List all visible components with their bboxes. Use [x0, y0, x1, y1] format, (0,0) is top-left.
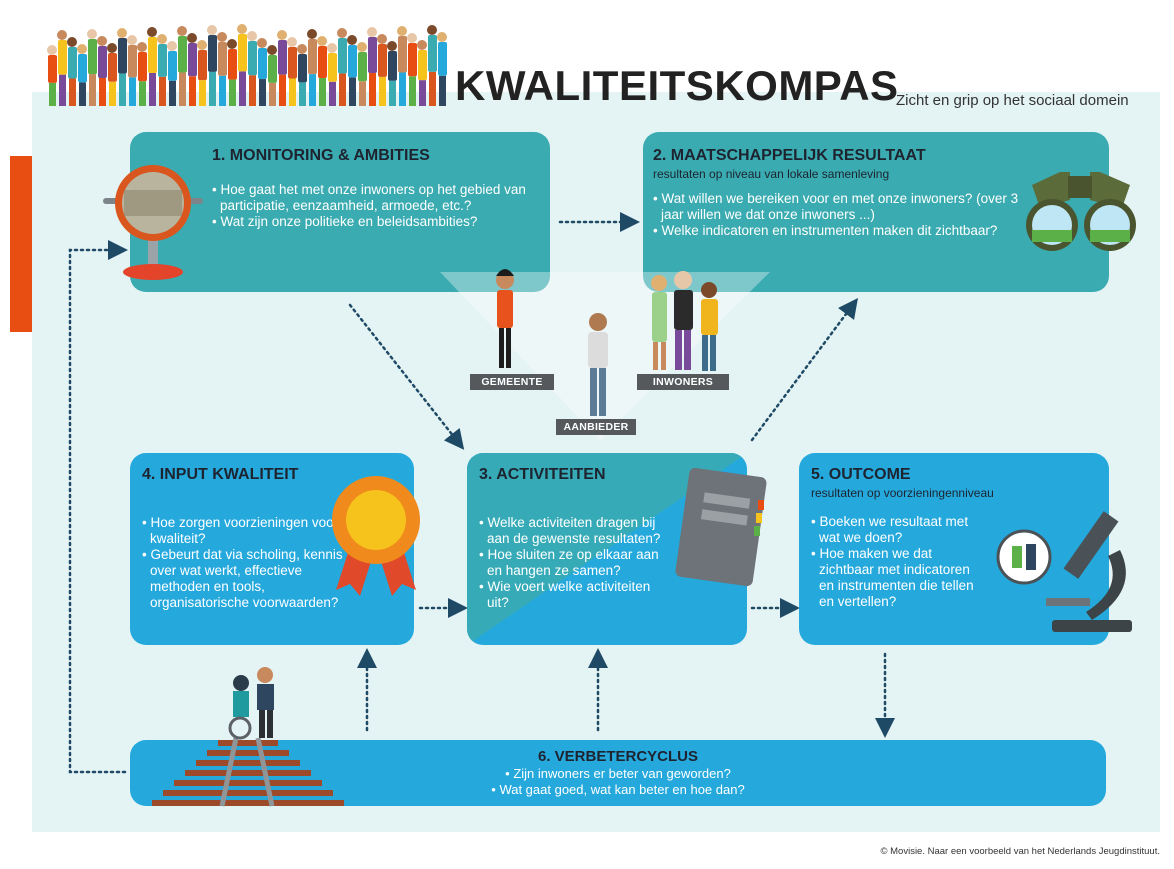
crowd-person: [337, 28, 347, 106]
activiteiten-title: 3. ACTIVITEITEN: [479, 466, 606, 483]
crowd-person: [67, 37, 77, 106]
activiteiten-list: Welke activiteiten dragen bij aan de gew…: [479, 515, 669, 611]
crowd-person: [427, 25, 437, 106]
crowd-person: [207, 25, 217, 106]
crowd-person: [277, 30, 287, 106]
crowd-person: [397, 26, 407, 106]
monitoring-list: Hoe gaat het met onze inwoners op het ge…: [212, 182, 532, 230]
list-item: Welke indicatoren en instrumenten maken …: [653, 223, 1023, 239]
footer-credit: © Movisie. Naar een voorbeeld van het Ne…: [880, 846, 1161, 857]
outcome-title: 5. OUTCOME: [811, 466, 911, 483]
crowd-person: [107, 43, 117, 106]
crowd-person: [217, 32, 227, 106]
crowd-person: [127, 35, 137, 106]
crowd-person: [237, 24, 247, 106]
activiteiten-box: 3. ACTIVITEITEN Welke activiteiten drage…: [467, 453, 747, 645]
resultaat-box: 2. MAATSCHAPPELIJK RESULTAAT resultaten …: [643, 132, 1109, 292]
crowd-person: [227, 39, 237, 106]
crowd-illustration: [47, 24, 447, 106]
list-item: Wat willen we bereiken voor en met onze …: [653, 191, 1023, 223]
crowd-person: [157, 34, 167, 106]
crowd-person: [257, 38, 267, 106]
crowd-person: [97, 36, 107, 106]
arrow-1-to-3: [348, 303, 465, 450]
input-box: 4. INPUT KWALITEIT Hoe zorgen voorzienin…: [130, 453, 414, 645]
outcome-list: Boeken we resultaat met wat we doen? Hoe…: [811, 514, 983, 610]
crowd-person: [267, 45, 277, 106]
list-item: Welke activiteiten dragen bij aan de gew…: [479, 515, 669, 547]
crowd-person: [247, 31, 257, 106]
crowd-person: [367, 27, 377, 106]
outcome-box: 5. OUTCOME resultaten op voorzieningenni…: [799, 453, 1109, 645]
list-item: Wat zijn onze politieke en beleidsambiti…: [212, 214, 532, 230]
monitoring-title: 1. MONITORING & AMBITIES: [212, 147, 430, 164]
resultaat-subtitle: resultaten op niveau van lokale samenlev…: [653, 167, 890, 181]
crowd-person: [77, 44, 87, 106]
list-item: Hoe zorgen voorzieningen voor kwaliteit?: [142, 515, 352, 547]
crowd-person: [187, 33, 197, 106]
crowd-person: [57, 30, 67, 106]
list-item: Wie voert welke activiteiten uit?: [479, 579, 669, 611]
crowd-person: [147, 27, 157, 106]
verbetercyclus-title: 6. VERBETERCYCLUS: [537, 748, 699, 765]
list-item: Hoe sluiten ze op elkaar aan en hangen z…: [479, 547, 669, 579]
list-item: Hoe gaat het met onze inwoners op het ge…: [212, 182, 532, 214]
verbetercyclus-line: • Wat gaat goed, wat kan beter en hoe da…: [491, 782, 745, 797]
crowd-person: [287, 37, 297, 106]
list-item: Gebeurt dat via scholing, kennis over wa…: [142, 547, 352, 611]
list-item: Hoe maken we dat zichtbaar met indicator…: [811, 546, 983, 610]
crowd-person: [87, 29, 97, 106]
input-title: 4. INPUT KWALITEIT: [142, 466, 299, 483]
verbetercyclus-line: • Zijn inwoners er beter van geworden?: [505, 766, 731, 781]
crowd-person: [327, 43, 337, 106]
resultaat-title: 2. MAATSCHAPPELIJK RESULTAAT: [653, 147, 926, 164]
crowd-person: [387, 41, 397, 106]
crowd-person: [377, 34, 387, 106]
accent-bar: [10, 156, 32, 332]
crowd-person: [307, 29, 317, 106]
resultaat-list: Wat willen we bereiken voor en met onze …: [653, 191, 1023, 239]
crowd-person: [137, 42, 147, 106]
verbetercyclus-box: 6. VERBETERCYCLUS • Zijn inwoners er bet…: [130, 740, 1106, 806]
crowd-person: [47, 45, 57, 106]
actor-label-aanbieder: AANBIEDER: [556, 419, 636, 435]
actor-label-inwoners: INWONERS: [637, 374, 729, 390]
crowd-person: [167, 41, 177, 106]
crowd-person: [197, 40, 207, 106]
crowd-person: [177, 26, 187, 106]
outcome-subtitle: resultaten op voorzieningenniveau: [811, 486, 994, 500]
loop-6-to-1: [68, 240, 128, 774]
page-title: KWALITEITSKOMPAS: [455, 62, 899, 109]
actor-label-gemeente: GEMEENTE: [470, 374, 554, 390]
input-list: Hoe zorgen voorzieningen voor kwaliteit?…: [142, 515, 352, 611]
list-item: Boeken we resultaat met wat we doen?: [811, 514, 983, 546]
crowd-person: [317, 36, 327, 106]
crowd-person: [417, 40, 427, 106]
page-subtitle: Zicht en grip op het sociaal domein: [896, 92, 1129, 109]
crowd-person: [347, 35, 357, 106]
arrow-3-to-2: [750, 297, 858, 442]
crowd-person: [297, 44, 307, 106]
crowd-person: [437, 32, 447, 106]
crowd-person: [357, 42, 367, 106]
monitoring-box: 1. MONITORING & AMBITIES Hoe gaat het me…: [130, 132, 550, 292]
crowd-person: [117, 28, 127, 106]
crowd-person: [407, 33, 417, 106]
